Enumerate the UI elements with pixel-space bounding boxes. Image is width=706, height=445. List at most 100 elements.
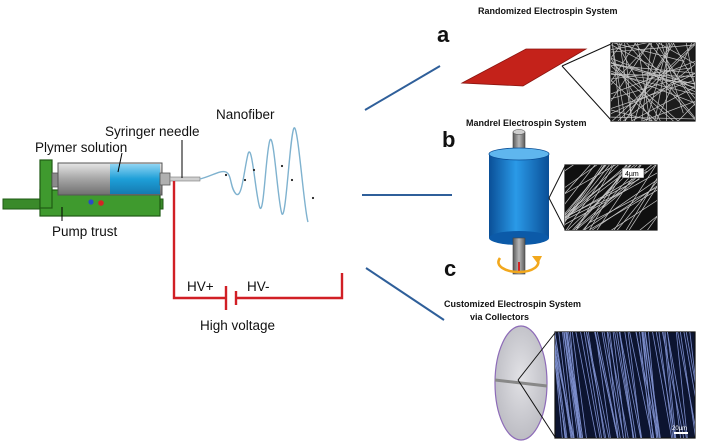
- label-polymer-solution: Plymer solution: [35, 140, 127, 155]
- pump-indicator-red: [98, 200, 104, 206]
- sem-fiber-a: [611, 43, 623, 59]
- sem-fiber-b: [628, 186, 657, 230]
- hv-circuit: [172, 181, 344, 310]
- pump-indicator-blue: [88, 199, 94, 205]
- sem-fiber-c: [555, 346, 566, 438]
- sem-fiber-a: [611, 64, 695, 74]
- zoom-line-c-top: [517, 332, 556, 381]
- sem-fiber-c: [580, 332, 601, 438]
- rotation-arrowhead: [532, 256, 542, 264]
- sem-fiber-c: [596, 332, 619, 438]
- sem-fiber-c: [594, 332, 619, 438]
- panel-c: c Customized Electrospin System via Coll…: [444, 256, 696, 441]
- sem-fiber-a: [630, 86, 695, 121]
- sem-fiber-b: [647, 216, 657, 230]
- sem-fiber-c: [563, 332, 579, 438]
- circuit-wire-right: [236, 273, 344, 300]
- sem-fiber-b: [583, 179, 657, 230]
- sem-fiber-b: [565, 165, 574, 172]
- sem-fiber-a: [611, 43, 650, 102]
- callout-polymer: [117, 152, 123, 173]
- zoom-line-b-top: [548, 165, 566, 199]
- scale-label-b: 4µm: [625, 171, 639, 178]
- sem-fiber-b: [589, 165, 628, 230]
- sem-fiber-c: [652, 332, 673, 438]
- sem-fiber-a: [685, 43, 695, 90]
- sem-fiber-b: [591, 185, 657, 230]
- sem-fiber-c: [655, 332, 676, 438]
- sem-fiber-c: [603, 332, 625, 438]
- sem-fiber-c: [571, 332, 587, 438]
- panel-a: Randomized Electrospin System a: [437, 6, 696, 122]
- sem-fiber-b: [565, 170, 648, 219]
- sem-fiber-a: [637, 43, 651, 121]
- syringe-needle: [169, 176, 201, 182]
- sem-fiber-a: [611, 80, 694, 109]
- sem-fiber-b: [639, 215, 657, 230]
- sem-fiber-a: [611, 72, 695, 100]
- sem-fiber-c: [607, 332, 629, 438]
- sem-fiber-b: [610, 200, 657, 230]
- sem-fiber-b: [596, 165, 642, 230]
- sem-fiber-b: [565, 165, 603, 221]
- sem-fiber-c: [689, 332, 695, 379]
- mandrel-bottom-rod: [512, 237, 526, 275]
- label-hv-minus: HV-: [247, 279, 270, 294]
- mandrel-cylinder: [489, 154, 549, 238]
- sem-fiber-b: [565, 165, 613, 230]
- sem-fiber-c: [666, 332, 687, 438]
- sem-fiber-c: [664, 332, 677, 438]
- sem-fiber-b: [589, 189, 657, 230]
- scale-box-b: [621, 167, 645, 179]
- scale-label-c: 20µm: [672, 426, 687, 432]
- sem-fiber-b: [565, 165, 631, 215]
- syringe: [51, 162, 201, 196]
- label-syringe-needle: Syringer needle: [105, 124, 200, 139]
- sem-fiber-c: [694, 332, 695, 333]
- sem-fiber-c: [683, 332, 695, 397]
- sem-fiber-a: [611, 109, 654, 121]
- sem-fiber-b: [565, 165, 596, 205]
- sem-fiber-c: [675, 332, 688, 438]
- sem-fiber-a: [622, 64, 695, 121]
- sem-fiber-a: [611, 43, 648, 51]
- sem-fiber-a: [660, 43, 684, 114]
- sem-fiber-c: [555, 332, 573, 438]
- sem-fiber-a: [677, 103, 695, 121]
- sem-fiber-c: [677, 332, 695, 428]
- sem-fiber-a: [611, 65, 674, 121]
- sem-fiber-a: [629, 43, 675, 115]
- sem-fiber-c: [644, 332, 660, 438]
- polymer-solution-fluid: [110, 164, 160, 194]
- rotation-arrow: [497, 257, 540, 274]
- nanofiber-jet: [199, 127, 309, 223]
- panel-a-letter: a: [437, 22, 450, 47]
- sem-fiber-a: [611, 73, 695, 77]
- sem-fiber-c: [562, 332, 575, 438]
- panel-c-title-line2: via Collectors: [470, 312, 529, 322]
- sem-fiber-a: [611, 73, 695, 84]
- sem-fiber-c: [595, 332, 611, 438]
- sem-fiber-a: [611, 57, 695, 92]
- connector-to-a: [364, 65, 441, 111]
- sem-fiber-c: [627, 332, 642, 438]
- sem-fiber-b: [565, 165, 617, 195]
- sem-fiber-b: [613, 165, 657, 230]
- zoom-line-c-bottom: [517, 379, 556, 438]
- sem-fiber-b: [565, 188, 629, 221]
- sem-fiber-c: [563, 332, 581, 438]
- sem-fiber-a: [611, 44, 695, 90]
- zoom-line-a-bottom: [561, 65, 612, 121]
- sem-fiber-c: [647, 332, 659, 438]
- sem-fiber-b: [565, 165, 598, 188]
- flat-collector-plate: [460, 48, 588, 87]
- panel-c-letter: c: [444, 256, 456, 281]
- sem-fiber-a: [612, 43, 621, 121]
- sem-fiber-c: [644, 332, 661, 438]
- sem-fiber-a: [641, 43, 652, 121]
- sem-fiber-c: [661, 332, 685, 438]
- sem-fiber-b: [576, 165, 653, 229]
- sem-fiber-c: [679, 332, 695, 437]
- disk-axle: [494, 378, 548, 388]
